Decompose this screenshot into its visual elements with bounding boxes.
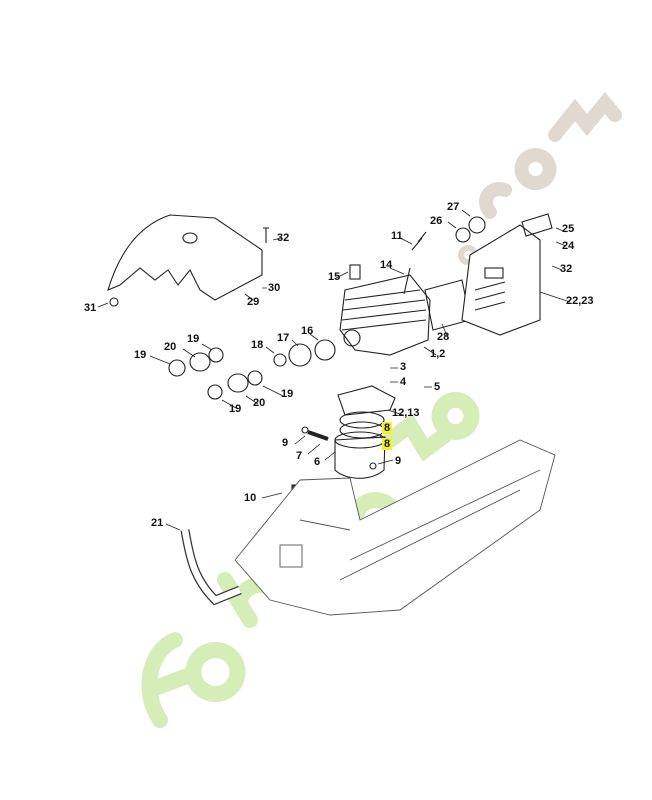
circlip-9 xyxy=(369,462,377,470)
hose-21-inner xyxy=(181,529,242,604)
screw-32 xyxy=(263,227,269,243)
muffler-22-23 xyxy=(461,224,541,336)
clamp-16 xyxy=(314,339,336,361)
flange-17 xyxy=(288,343,312,367)
piston-ring-8 xyxy=(339,421,385,439)
piston-pin-7 xyxy=(307,430,329,441)
callout-27: 27 xyxy=(447,201,460,213)
ring-18 xyxy=(273,353,287,367)
callout-32: 32 xyxy=(560,263,573,275)
callout-6: 6 xyxy=(314,456,321,468)
callout-8-highlighted: 8 xyxy=(382,422,393,434)
clamp-27 xyxy=(468,216,486,234)
callout-11: 11 xyxy=(391,230,403,242)
callout-4: 4 xyxy=(400,376,407,388)
callout-26: 26 xyxy=(430,215,443,227)
clamp-19 xyxy=(208,347,224,363)
callout-5: 5 xyxy=(434,381,441,393)
callout-17: 17 xyxy=(277,332,290,344)
callout-9: 9 xyxy=(395,455,402,467)
circlip-9 xyxy=(301,426,309,434)
bolt-14 xyxy=(403,267,411,295)
callout-7: 7 xyxy=(296,450,303,462)
callout-20: 20 xyxy=(164,341,177,353)
shroud-29 xyxy=(107,214,263,301)
callout-25: 25 xyxy=(562,223,575,235)
callout-24: 24 xyxy=(562,240,575,252)
base-gasket-12-13 xyxy=(337,385,396,416)
callout-31: 31 xyxy=(84,302,97,314)
callout-12-13: 12,13 xyxy=(392,407,420,419)
clamp-19 xyxy=(207,384,223,400)
decomp-valve-15 xyxy=(349,264,361,280)
crankcase xyxy=(234,439,556,616)
callout-21: 21 xyxy=(151,517,164,529)
callout-30: 30 xyxy=(268,282,281,294)
muffler-slots xyxy=(474,281,506,311)
callout-20: 20 xyxy=(253,397,266,409)
gasket-28 xyxy=(424,279,471,331)
callout-9: 9 xyxy=(282,437,289,449)
callout-29: 29 xyxy=(247,296,260,308)
ring-26 xyxy=(455,227,471,243)
piston-ring-8 xyxy=(339,411,385,429)
cylinder-1-2 xyxy=(339,274,431,356)
callout-1-2: 1,2 xyxy=(430,348,446,360)
shroud-opening xyxy=(182,232,198,244)
spark-plug-11 xyxy=(411,231,427,251)
plate-24 xyxy=(521,213,553,237)
callout-18: 18 xyxy=(251,339,264,351)
nut-31 xyxy=(109,297,119,307)
callout-10: 10 xyxy=(244,492,257,504)
callout-28: 28 xyxy=(437,331,450,343)
callout-19: 19 xyxy=(134,349,147,361)
muffler-outlet xyxy=(484,267,504,279)
clamp-19 xyxy=(168,359,186,377)
callout-15: 15 xyxy=(328,271,341,283)
callout-22-23: 22,23 xyxy=(566,295,594,307)
callout-19: 19 xyxy=(187,333,200,345)
callout-16: 16 xyxy=(301,325,314,337)
callout-8-highlighted: 8 xyxy=(382,438,393,450)
callout-3: 3 xyxy=(400,361,407,373)
manifold-20 xyxy=(227,373,249,393)
callout-14: 14 xyxy=(380,259,393,271)
manifold-20 xyxy=(189,352,211,372)
callout-32: 32 xyxy=(277,232,290,244)
callout-19: 19 xyxy=(229,403,242,415)
piston-6 xyxy=(334,436,386,479)
clamp-19 xyxy=(247,370,263,386)
callout-19: 19 xyxy=(281,388,294,400)
